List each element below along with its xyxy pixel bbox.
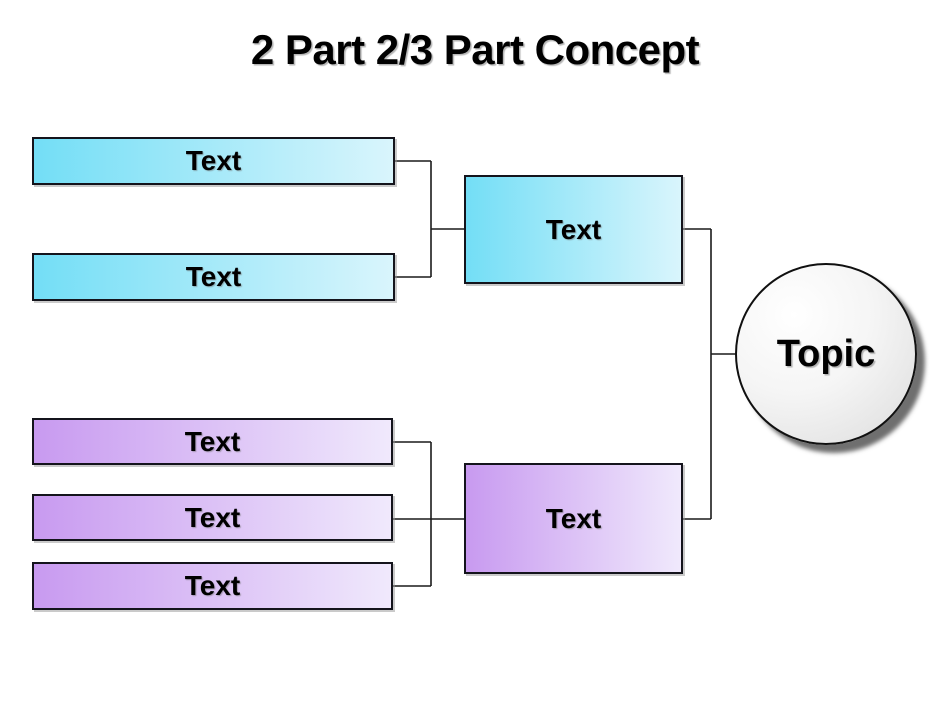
node-bottom-child-1[interactable]: Text — [32, 418, 393, 465]
node-label: Text — [185, 261, 242, 292]
node-label: Text — [185, 145, 242, 176]
node-label: Text — [545, 502, 602, 534]
node-label: Text — [545, 213, 602, 245]
node-bottom-child-2[interactable]: Text — [32, 494, 393, 541]
node-label: Text — [184, 501, 241, 533]
node-top-child-2[interactable]: Text — [32, 253, 395, 301]
node-topic[interactable]: Topic — [735, 263, 917, 445]
node-bottom-child-3[interactable]: Text — [32, 562, 393, 610]
node-top-parent[interactable]: Text — [464, 175, 683, 284]
node-label: Text — [184, 425, 241, 457]
topic-label: Topic — [776, 332, 876, 375]
node-label: Text — [184, 570, 241, 601]
node-top-child-1[interactable]: Text — [32, 137, 395, 185]
page-title: 2 Part 2/3 Part Concept — [250, 26, 700, 73]
node-bottom-parent[interactable]: Text — [464, 463, 683, 574]
